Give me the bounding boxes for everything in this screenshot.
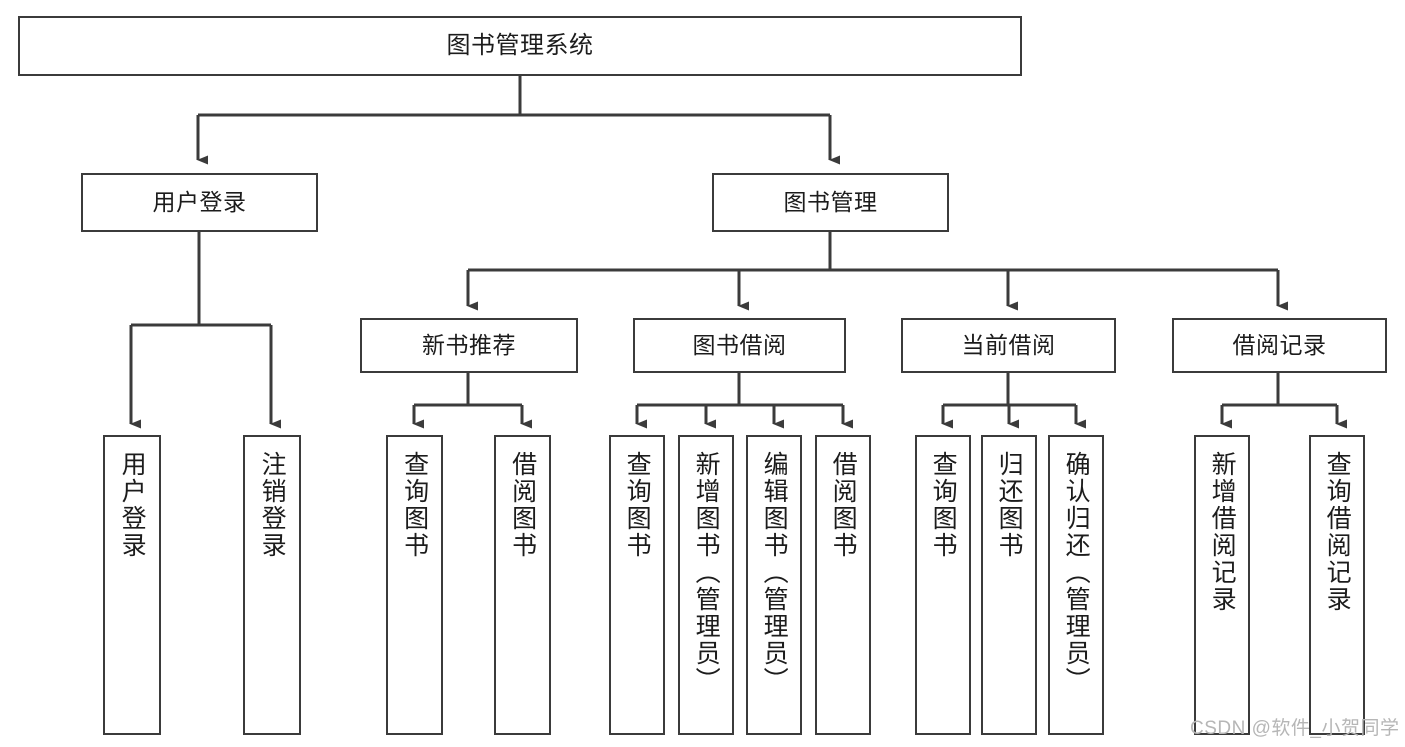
node-borrow-record[interactable]: 借阅记录 (1172, 318, 1387, 373)
node-leaf-add-record-label: 新增借阅记录 (1208, 451, 1237, 613)
node-leaf-query-book-2[interactable]: 查询图书 (609, 435, 665, 735)
node-leaf-add-record[interactable]: 新增借阅记录 (1194, 435, 1250, 735)
node-leaf-query-book-3[interactable]: 查询图书 (915, 435, 971, 735)
node-root[interactable]: 图书管理系统 (18, 16, 1022, 76)
node-current-borrow-label: 当前借阅 (961, 331, 1056, 358)
node-leaf-borrow-book-1-label: 借阅图书 (508, 451, 537, 559)
node-leaf-query-record-label: 查询借阅记录 (1323, 451, 1352, 613)
node-borrow-record-label: 借阅记录 (1232, 331, 1327, 358)
node-leaf-confirm-return-label: 确认归还（管理员） (1062, 451, 1091, 694)
node-leaf-confirm-return[interactable]: 确认归还（管理员） (1048, 435, 1104, 735)
node-leaf-query-book-1[interactable]: 查询图书 (386, 435, 443, 735)
node-leaf-borrow-book-2-label: 借阅图书 (829, 451, 858, 559)
node-new-book-recommend[interactable]: 新书推荐 (360, 318, 578, 373)
node-book-borrow-label: 图书借阅 (692, 331, 787, 358)
watermark: CSDN @软件_小贺同学 (1190, 718, 1400, 739)
node-leaf-return-book-label: 归还图书 (995, 451, 1024, 559)
node-current-borrow[interactable]: 当前借阅 (901, 318, 1116, 373)
node-leaf-query-book-3-label: 查询图书 (929, 451, 958, 559)
node-user-login-label: 用户登录 (152, 188, 247, 215)
node-book-borrow[interactable]: 图书借阅 (633, 318, 846, 373)
node-user-login[interactable]: 用户登录 (81, 173, 318, 232)
node-book-management[interactable]: 图书管理 (712, 173, 949, 232)
node-leaf-user-logout[interactable]: 注销登录 (243, 435, 301, 735)
node-leaf-borrow-book-2[interactable]: 借阅图书 (815, 435, 871, 735)
node-leaf-user-login[interactable]: 用户登录 (103, 435, 161, 735)
node-leaf-query-record[interactable]: 查询借阅记录 (1309, 435, 1365, 735)
node-book-management-label: 图书管理 (783, 188, 878, 215)
node-new-book-recommend-label: 新书推荐 (422, 331, 516, 358)
node-leaf-add-book-label: 新增图书（管理员） (692, 451, 721, 694)
node-leaf-edit-book[interactable]: 编辑图书（管理员） (746, 435, 802, 735)
node-leaf-query-book-2-label: 查询图书 (623, 451, 652, 559)
node-leaf-add-book[interactable]: 新增图书（管理员） (678, 435, 734, 735)
node-leaf-user-logout-label: 注销登录 (258, 451, 287, 559)
node-leaf-user-login-label: 用户登录 (118, 451, 147, 559)
node-leaf-return-book[interactable]: 归还图书 (981, 435, 1037, 735)
node-leaf-edit-book-label: 编辑图书（管理员） (760, 451, 789, 694)
node-leaf-query-book-1-label: 查询图书 (400, 451, 429, 559)
node-root-label: 图书管理系统 (446, 31, 594, 59)
node-leaf-borrow-book-1[interactable]: 借阅图书 (494, 435, 551, 735)
